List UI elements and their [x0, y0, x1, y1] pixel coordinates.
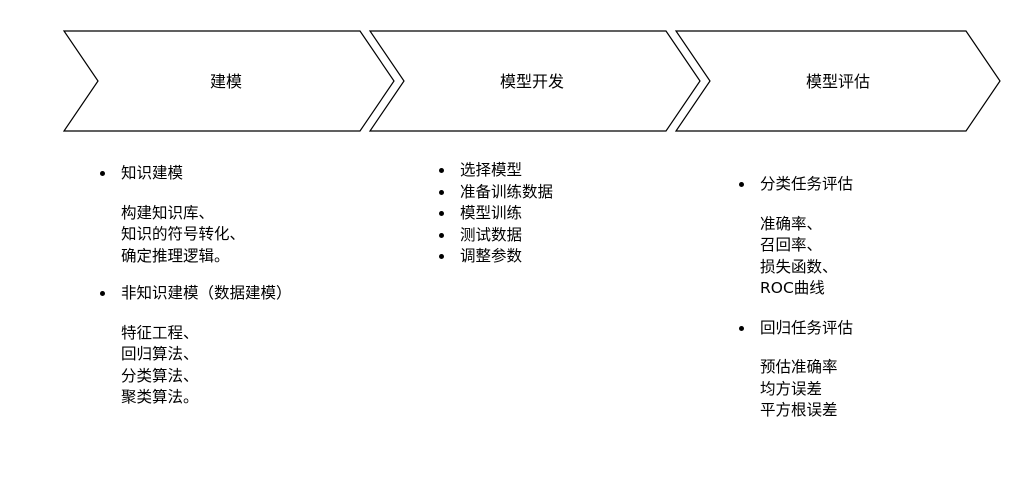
stage-title-evaluation: 模型评估	[805, 72, 870, 91]
chevron-development	[368, 30, 701, 132]
detail-line: 准确率、	[760, 214, 823, 233]
modeling-group-details: 特征工程、 回归算法、 分类算法、 聚类算法。	[121, 323, 292, 409]
modeling-group-heading: 非知识建模（数据建模）	[100, 283, 292, 305]
list-item: 准备训练数据	[438, 182, 553, 204]
development-list: 选择模型 准备训练数据 模型训练 测试数据 调整参数	[438, 160, 553, 268]
stage-title-modeling: 建模	[209, 72, 242, 91]
detail-line: ROC曲线	[760, 279, 825, 297]
detail-line: 聚类算法。	[121, 388, 199, 406]
evaluation-group-heading: 分类任务评估	[738, 174, 853, 196]
detail-line: 确定推理逻辑。	[121, 246, 230, 265]
stage-title-development: 模型开发	[499, 72, 564, 91]
evaluation-group-heading: 回归任务评估	[738, 318, 853, 340]
list-item: 调整参数	[438, 246, 553, 268]
evaluation-column: 分类任务评估 准确率、 召回率、 损失函数、 ROC曲线 回归任务评估 预估准确…	[738, 174, 853, 422]
modeling-group-details: 构建知识库、 知识的符号转化、 确定推理逻辑。	[121, 203, 292, 268]
list-item: 模型训练	[438, 203, 553, 225]
detail-line: 特征工程、	[121, 323, 199, 342]
detail-line: 构建知识库、	[121, 203, 215, 222]
detail-line: 分类算法、	[121, 366, 199, 385]
chevron-evaluation	[674, 30, 1001, 132]
evaluation-group-details: 准确率、 召回率、 损失函数、 ROC曲线	[760, 214, 853, 300]
detail-line: 召回率、	[760, 236, 823, 254]
list-item: 测试数据	[438, 225, 553, 247]
detail-line: 预估准确率	[760, 358, 838, 376]
modeling-column: 知识建模 构建知识库、 知识的符号转化、 确定推理逻辑。 非知识建模（数据建模）…	[100, 163, 292, 409]
list-item: 选择模型	[438, 160, 553, 182]
detail-line: 均方误差	[760, 379, 823, 398]
development-column: 选择模型 准备训练数据 模型训练 测试数据 调整参数	[438, 160, 553, 268]
detail-line: 损失函数、	[760, 257, 838, 276]
detail-line: 平方根误差	[760, 401, 838, 419]
chevron-modeling	[62, 30, 395, 132]
detail-line: 回归算法、	[121, 345, 199, 363]
evaluation-group-details: 预估准确率 均方误差 平方根误差	[760, 357, 853, 422]
detail-line: 知识的符号转化、	[121, 225, 246, 243]
modeling-group-heading: 知识建模	[100, 163, 292, 185]
